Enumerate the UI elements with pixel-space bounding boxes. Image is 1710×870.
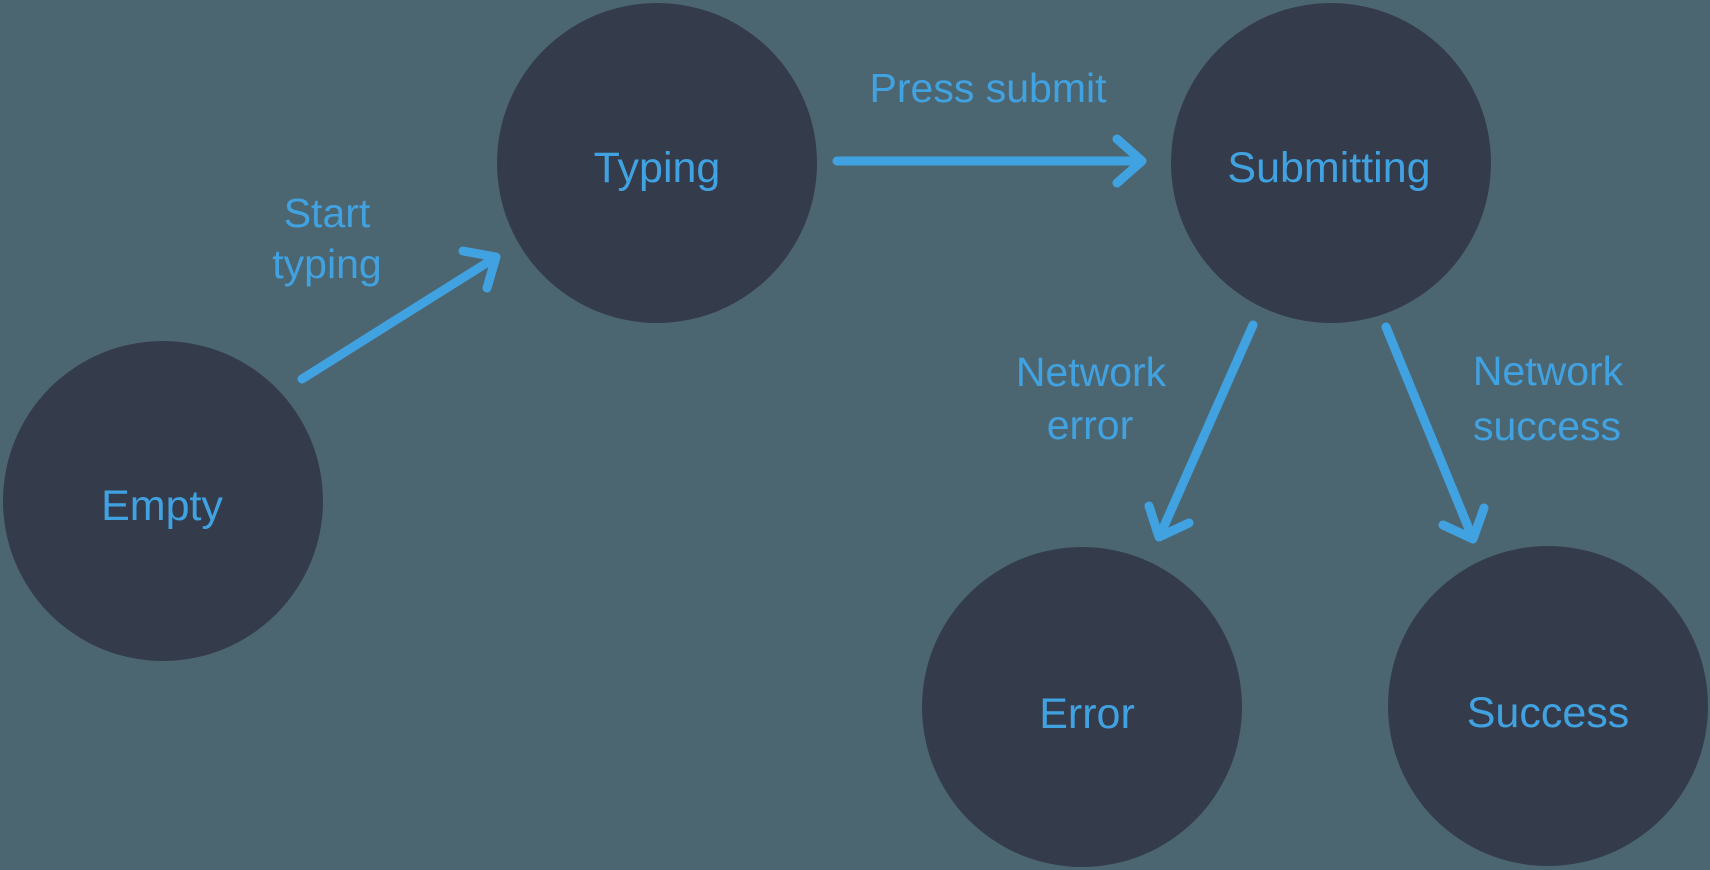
arrow-shaft (297, 254, 498, 384)
transition-label-start-typing-line2: typing (272, 241, 381, 287)
state-node-typing (497, 3, 817, 323)
transition-label-press-submit: Press submit (870, 65, 1108, 111)
state-label-success: Success (1467, 689, 1630, 737)
state-node-submitting (1171, 3, 1491, 323)
state-label-submitting: Submitting (1227, 144, 1430, 192)
transition-arrow-press-submit (832, 134, 1147, 188)
arrow-shaft (1381, 322, 1476, 539)
transition-label-network-error-line1: Network (1016, 349, 1167, 395)
state-label-error: Error (1039, 690, 1135, 738)
arrow-shaft (1156, 320, 1258, 538)
state-node-error (922, 547, 1242, 867)
arrow-head (1438, 503, 1489, 544)
transition-label-network-success-line2: success (1473, 403, 1621, 449)
state-node-empty (3, 341, 323, 661)
arrow-head (458, 246, 501, 293)
arrow-head (1144, 501, 1194, 542)
state-label-empty: Empty (101, 482, 223, 530)
transition-label-network-success-line1: Network (1473, 348, 1624, 394)
transition-label-network-error-line2: error (1047, 402, 1134, 448)
state-label-typing: Typing (594, 144, 721, 192)
arrow-head (1112, 134, 1147, 188)
transition-label-start-typing-line1: Start (284, 190, 371, 236)
transition-arrow-network-success (1381, 322, 1489, 544)
state-node-success (1388, 546, 1708, 866)
transition-arrow-start-typing (297, 246, 501, 384)
transition-arrow-network-error (1144, 320, 1258, 542)
